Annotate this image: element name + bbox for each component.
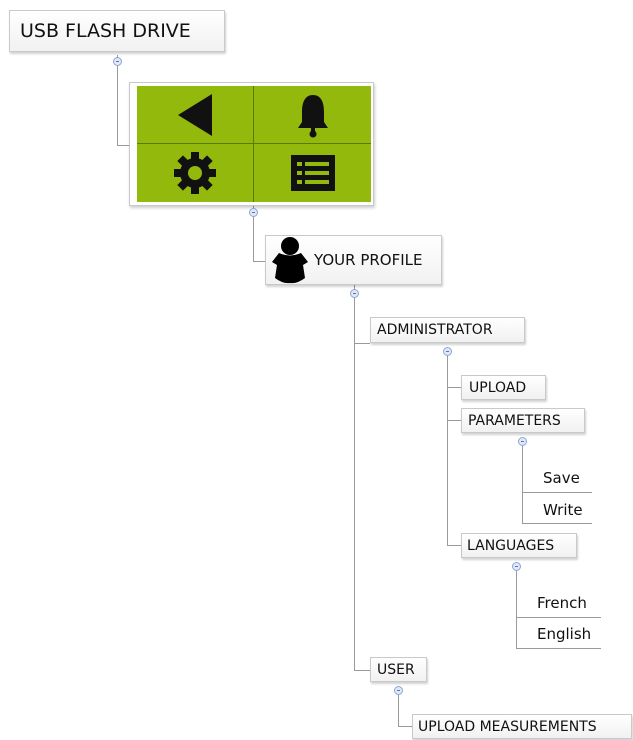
collapse-toggle-user[interactable] — [394, 686, 403, 695]
user-node-label: USER — [377, 661, 415, 678]
connector — [354, 285, 355, 670]
menu-cell-settings[interactable] — [137, 144, 254, 202]
collapse-toggle-languages[interactable] — [512, 562, 521, 571]
connector — [354, 343, 370, 344]
parameters-node[interactable]: PARAMETERS — [461, 408, 585, 433]
languages-node[interactable]: LANGUAGES — [461, 533, 577, 558]
connector — [447, 420, 461, 421]
upload-measurements-node-label: UPLOAD MEASUREMENTS — [418, 718, 597, 735]
upload-node-label: UPLOAD — [469, 379, 527, 396]
menu-cell-alarm[interactable] — [254, 86, 371, 144]
connector — [447, 387, 461, 388]
menu-cell-list[interactable] — [254, 144, 371, 202]
back-arrow-icon — [178, 93, 212, 136]
menu-cell-back[interactable] — [137, 86, 254, 144]
connector — [447, 545, 461, 546]
collapse-toggle-administrator[interactable] — [443, 347, 452, 356]
collapse-toggle-profile[interactable] — [350, 289, 359, 298]
list-icon — [290, 155, 335, 191]
connector — [117, 55, 118, 145]
menu-icon-grid — [137, 86, 371, 202]
connector — [516, 648, 601, 649]
root-node[interactable]: USB FLASH DRIVE — [9, 10, 225, 52]
profile-node-label: YOUR PROFILE — [314, 251, 423, 269]
connector — [253, 206, 254, 261]
upload-measurements-node[interactable]: UPLOAD MEASUREMENTS — [412, 714, 632, 739]
user-node[interactable]: USER — [370, 657, 427, 682]
upload-node[interactable]: UPLOAD — [461, 375, 546, 400]
connector — [398, 692, 399, 726]
connector — [516, 567, 517, 649]
collapse-toggle-menu[interactable] — [249, 208, 258, 217]
connector — [522, 523, 592, 524]
bell-icon — [297, 94, 328, 137]
parameter-item-save[interactable]: Save — [543, 469, 580, 487]
connector — [522, 492, 592, 493]
language-item-french[interactable]: French — [537, 594, 587, 612]
parameters-node-label: PARAMETERS — [468, 412, 561, 429]
menu-panel-node[interactable] — [129, 82, 374, 206]
languages-node-label: LANGUAGES — [467, 537, 555, 554]
administrator-node[interactable]: ADMINISTRATOR — [370, 317, 525, 343]
language-item-english[interactable]: English — [537, 625, 592, 643]
root-node-label: USB FLASH DRIVE — [20, 20, 191, 42]
gear-icon — [174, 152, 216, 194]
collapse-toggle-root[interactable] — [113, 57, 122, 66]
user-silhouette-icon — [272, 237, 308, 284]
connector — [516, 617, 601, 618]
parameter-item-write[interactable]: Write — [543, 501, 583, 519]
connector — [447, 352, 448, 545]
connector — [117, 145, 130, 146]
profile-node[interactable]: YOUR PROFILE — [265, 235, 442, 285]
collapse-toggle-parameters[interactable] — [518, 437, 527, 446]
connector — [253, 261, 266, 262]
administrator-node-label: ADMINISTRATOR — [377, 322, 493, 338]
connector — [398, 726, 412, 727]
connector — [522, 442, 523, 524]
connector — [354, 670, 370, 671]
